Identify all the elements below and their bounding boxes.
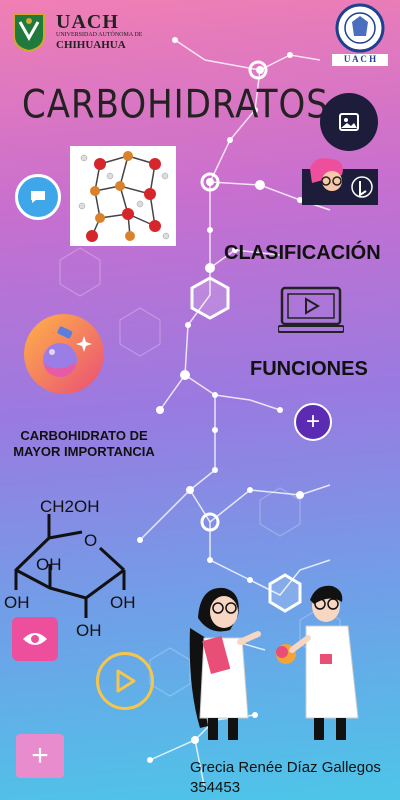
play-icon <box>116 669 136 693</box>
view-button[interactable] <box>12 617 58 661</box>
author-name: Grecia Renée Díaz Gallegos <box>190 759 381 776</box>
plus-icon: + <box>31 739 49 772</box>
author-info: Grecia Renée Díaz Gallegos 354453 <box>190 758 381 798</box>
play-button[interactable] <box>96 652 154 710</box>
monitor-play-icon[interactable] <box>278 286 344 336</box>
touch-icon[interactable] <box>302 157 378 205</box>
uach-logo <box>13 13 45 52</box>
eye-icon <box>23 633 47 645</box>
chat-icon <box>31 191 45 203</box>
page-title: CARBOHIDRATOS <box>22 82 329 128</box>
uach-city: CHIHUAHUA <box>56 39 126 51</box>
scientists-illustration <box>189 585 359 740</box>
funciones-link[interactable]: FUNCIONES <box>250 358 368 380</box>
university-name: UACH UNIVERSIDAD AUTÓNOMA DE CHIHUAHUA <box>56 12 142 51</box>
important-carbohydrate-label: CARBOHIDRATO DE MAYOR IMPORTANCIA <box>13 428 155 459</box>
glucose-structure: CH2OH O OH OH OH OH <box>4 497 136 640</box>
plus-icon: + <box>305 408 320 435</box>
add-card-button[interactable]: + <box>16 734 64 778</box>
ch2oh-label: CH2OH <box>40 497 100 516</box>
image-button[interactable] <box>320 93 378 151</box>
author-id: 354453 <box>190 779 241 796</box>
carbohydrate-molecule-image[interactable] <box>70 146 176 246</box>
oh-label-4: OH <box>110 593 136 612</box>
flask-icon[interactable] <box>24 314 104 394</box>
image-icon <box>339 113 359 131</box>
clasificacion-link[interactable]: CLASIFICACIÓN <box>224 242 381 264</box>
oh-label-3: OH <box>76 621 102 640</box>
oh-label-1: OH <box>4 593 30 612</box>
faculty-seal <box>332 3 388 66</box>
seal-caption: U A C H <box>343 54 377 64</box>
oh-label-2: OH <box>36 555 62 574</box>
chat-button[interactable] <box>15 174 61 220</box>
uach-acronym: UACH <box>56 11 119 33</box>
add-button[interactable]: + <box>294 403 332 441</box>
uach-subtitle: UNIVERSIDAD AUTÓNOMA DE <box>56 32 143 38</box>
ring-oxygen-label: O <box>84 531 97 550</box>
